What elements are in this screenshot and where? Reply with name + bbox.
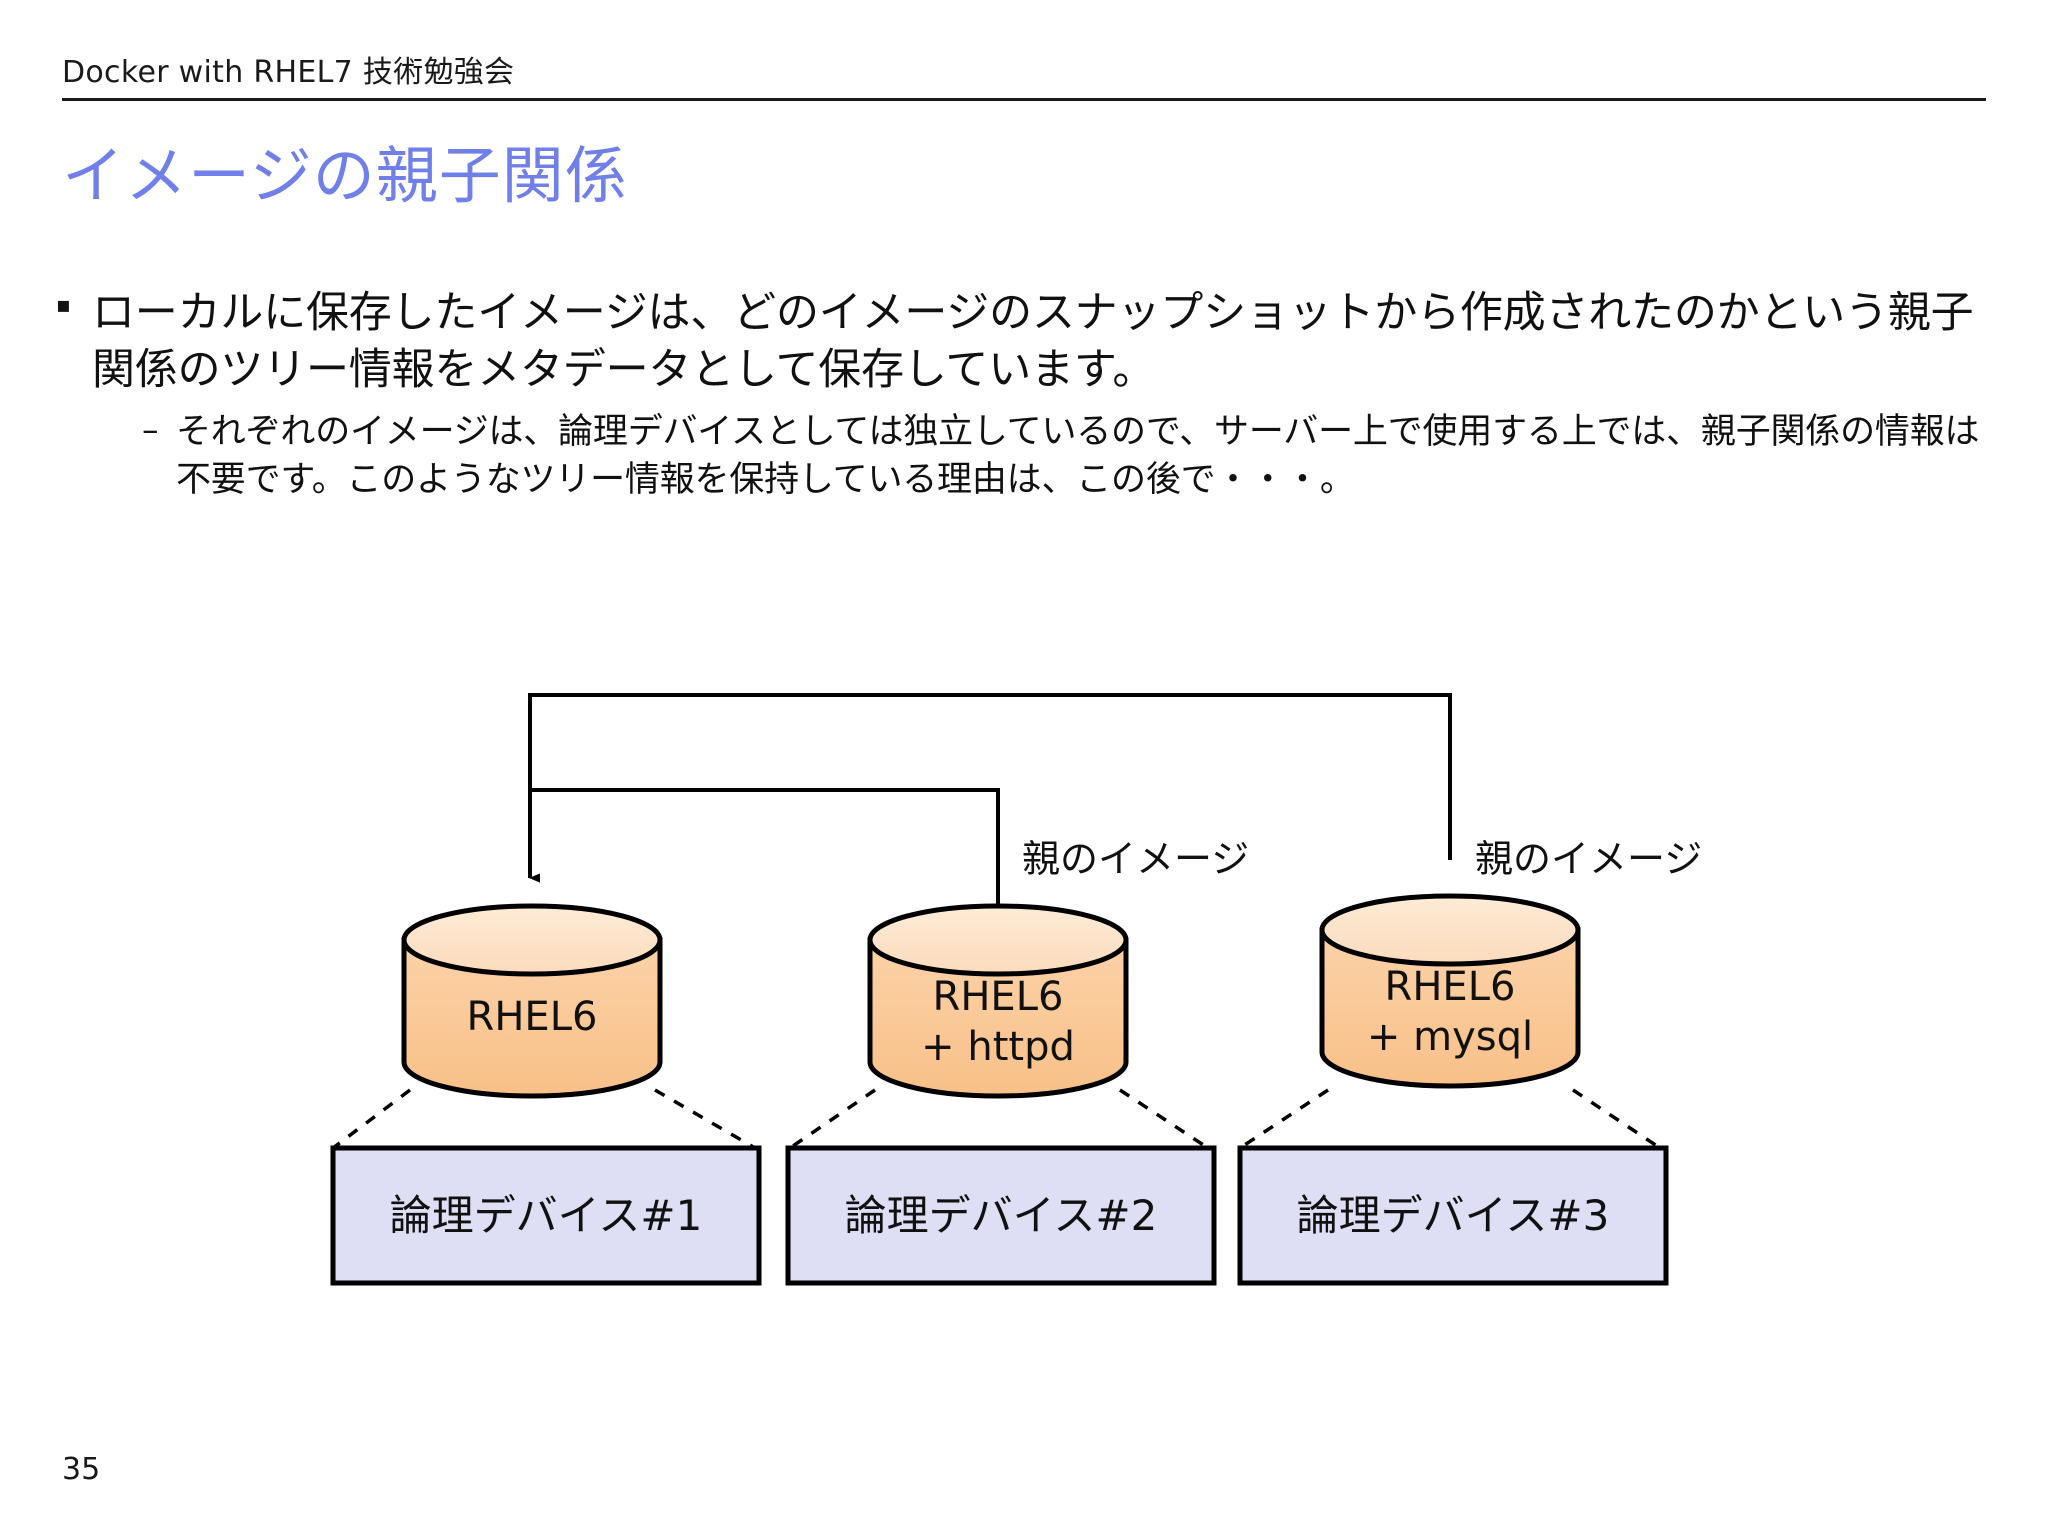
cylinder-label-3-line2: + mysql <box>1367 1014 1533 1060</box>
parent-image-label-1: 親のイメージ <box>1022 837 1249 881</box>
cylinder-body-3 <box>1319 927 1581 1089</box>
cylinder-label-2-line1: RHEL6 <box>933 974 1064 1020</box>
leader-3-left <box>1239 1088 1329 1150</box>
header-title: Docker with RHEL7 技術勉強会 <box>62 55 515 90</box>
slide-header: Docker with RHEL7 技術勉強会 <box>62 56 1986 101</box>
image-cylinder-rhel6-mysql: RHEL6 + mysql <box>1319 893 1581 1089</box>
connector-lines <box>528 693 1452 915</box>
device-label-1: 論理デバイス#1 <box>390 1191 703 1240</box>
cylinder-body-1 <box>401 937 663 1099</box>
cylinder-top-1 <box>401 903 663 977</box>
bullet-level1-text: ローカルに保存したイメージは、どのイメージのスナップショットから作成されたのかと… <box>92 288 1974 396</box>
dashed-leaders <box>331 1088 1661 1150</box>
bullet-dash-icon: – <box>142 410 159 450</box>
device-boxes: 論理デバイス#1 論理デバイス#2 論理デバイス#3 <box>330 1145 1669 1286</box>
device-label-3: 論理デバイス#3 <box>1297 1191 1610 1240</box>
device-box-1 <box>330 1145 762 1286</box>
body-content: ▪ ローカルに保存したイメージは、どのイメージのスナップショットから作成されたの… <box>56 285 2006 505</box>
page-number: 35 <box>62 1452 101 1487</box>
device-box-3 <box>1237 1145 1669 1286</box>
page-title: イメージの親子関係 <box>62 139 628 212</box>
leader-1-left <box>331 1088 412 1150</box>
leader-2-left <box>789 1088 876 1150</box>
device-label-2: 論理デバイス#2 <box>845 1191 1158 1240</box>
connector-mysql-to-rhel6 <box>528 693 1452 883</box>
image-cylinder-rhel6-httpd: RHEL6 + httpd <box>867 903 1129 1099</box>
bullet-square-icon: ▪ <box>56 293 71 318</box>
cylinder-label-1-line1: RHEL6 <box>467 994 598 1040</box>
bullet-level2-text: それぞれのイメージは、論理デバイスとしては独立しているので、サーバー上で使用する… <box>176 412 1980 500</box>
leader-1-right <box>654 1088 756 1150</box>
cylinder-label-3-line1: RHEL6 <box>1385 964 1516 1010</box>
cylinder-top-3 <box>1319 893 1581 967</box>
cylinder-top-2 <box>867 903 1129 977</box>
header-divider <box>62 98 1986 101</box>
cylinder-body-2 <box>867 937 1129 1099</box>
leader-3-right <box>1572 1088 1661 1150</box>
connector-httpd-to-rhel6 <box>530 788 1000 915</box>
device-box-2 <box>785 1145 1217 1286</box>
bullet-level2: – それぞれのイメージは、論理デバイスとしては独立しているので、サーバー上で使用… <box>56 409 2006 504</box>
cylinder-label-2-line2: + httpd <box>921 1024 1075 1070</box>
parent-image-label-2: 親のイメージ <box>1475 837 1702 881</box>
leader-2-right <box>1119 1088 1209 1150</box>
bullet-level1: ▪ ローカルに保存したイメージは、どのイメージのスナップショットから作成されたの… <box>56 285 2006 399</box>
image-cylinder-rhel6: RHEL6 <box>401 903 663 1099</box>
